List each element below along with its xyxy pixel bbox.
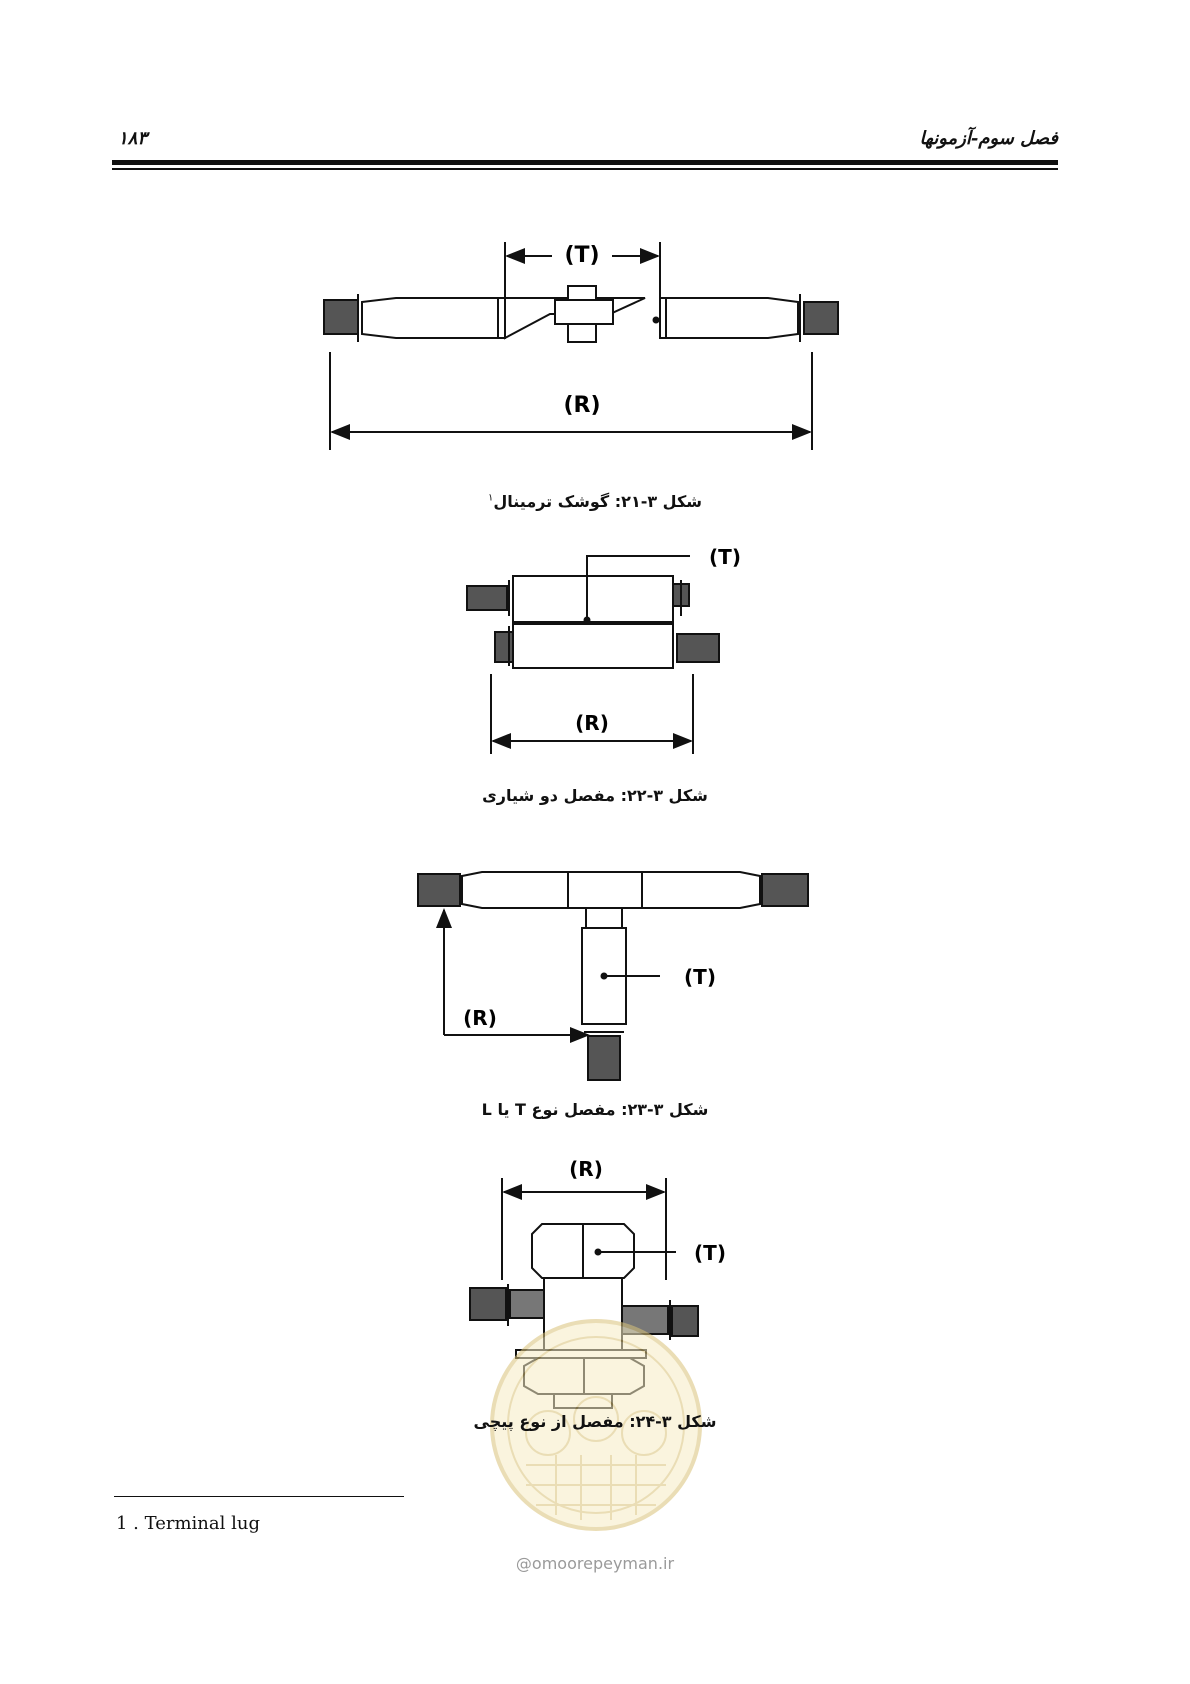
label-r: (R) (575, 711, 609, 735)
caption-text: شکل ۳-۲۲: مفصل دو شیاری (482, 786, 708, 805)
footnote: 1 . Terminal lug (116, 1513, 260, 1534)
chapter-title: فصل سوم-آزمونها (919, 128, 1058, 149)
label-r: (R) (463, 1006, 497, 1030)
label-t: (T) (694, 1241, 726, 1265)
page-number: ۱۸۳ (118, 128, 148, 149)
caption-text: شکل ۳-۲۱: گوشک ترمینال (493, 492, 702, 511)
header-rule-thin (112, 168, 1058, 170)
footnote-mark: ۱ (487, 492, 494, 504)
figure-caption: شکل ۳-۲۴: مفصل از نوع پیچی (0, 1412, 1190, 1431)
watermark-seal (490, 1319, 702, 1531)
watermark-site: @omoorepeyman.ir (515, 1554, 675, 1573)
figure-t-l-splice: (T) (R) (417, 871, 809, 1081)
figure-two-groove-splice: (T) (R) (466, 545, 741, 754)
figure-caption: شکل ۳-۲۳: مفصل نوع T یا L (0, 1100, 1190, 1119)
footnote-rule (114, 1496, 404, 1497)
label-r: (R) (569, 1157, 603, 1181)
caption-text: شکل ۳-۲۴: مفصل از نوع پیچی (473, 1412, 717, 1431)
caption-text: شکل ۳-۲۳: مفصل نوع T یا L (481, 1100, 709, 1119)
header-rule-thick (112, 160, 1058, 165)
figure-terminal-lug: (T) (R) (323, 242, 839, 450)
figure-caption: شکل ۳-۲۱: گوشک ترمینال۱ (0, 492, 1190, 511)
label-t: (T) (564, 243, 599, 268)
figure-caption: شکل ۳-۲۲: مفصل دو شیاری (0, 786, 1190, 805)
label-r: (R) (563, 393, 600, 418)
label-t: (T) (684, 965, 716, 989)
label-t: (T) (709, 545, 741, 569)
